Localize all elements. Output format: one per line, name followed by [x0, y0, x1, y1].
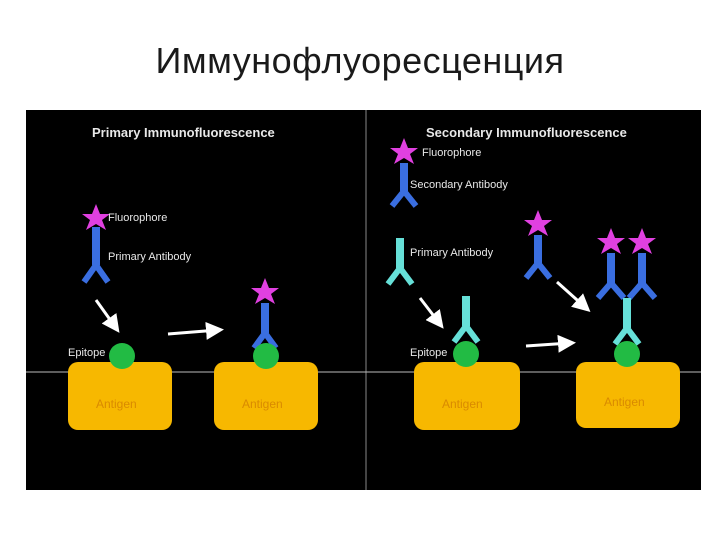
arrow-right: [167, 321, 224, 340]
diagram-canvas: Primary Immunofluorescence Fluorophore P…: [26, 110, 701, 490]
arrow-down: [418, 297, 444, 329]
epitope-circle: [109, 343, 135, 369]
epitope-label: Epitope: [68, 347, 105, 359]
slide-title: Иммунофлуоресценция: [155, 40, 565, 81]
antigen-label: Antigen: [96, 397, 137, 411]
antigen-label: Antigen: [604, 395, 645, 409]
antigen-block: [414, 362, 520, 430]
antigen-block: [68, 362, 172, 430]
secondary-antibody-label: Secondary Antibody: [410, 179, 508, 191]
primary-antibody-label: Primary Antibody: [108, 251, 192, 263]
primary-panel-title: Primary Immunofluorescence: [92, 125, 275, 140]
fluorophore-star: [82, 204, 110, 230]
full-antibody-complex: [595, 228, 658, 346]
primary-antibody-free: [81, 204, 111, 284]
antigen-block: [576, 362, 680, 428]
secondary-antibody-free: [389, 138, 419, 208]
epitope-circle: [453, 341, 479, 367]
fluorophore-label: Fluorophore: [108, 212, 167, 224]
arrow-down: [94, 299, 120, 333]
primary-antibody-label: Primary Antibody: [410, 247, 494, 259]
secondary-antibody-free-2: [523, 210, 553, 280]
antigen-label: Antigen: [242, 397, 283, 411]
antigen-label: Antigen: [442, 397, 483, 411]
arrow-diagonal: [555, 280, 591, 313]
primary-antibody-cyan-free: [385, 238, 415, 286]
epitope-circle: [253, 343, 279, 369]
epitope-label: Epitope: [410, 347, 447, 359]
fluorophore-label: Fluorophore: [422, 147, 481, 159]
primary-antibody-bound: [251, 278, 279, 350]
epitope-circle: [614, 341, 640, 367]
arrow-right: [525, 334, 576, 353]
primary-antibody-cyan-bound: [451, 296, 481, 344]
antigen-block: [214, 362, 318, 430]
secondary-panel-title: Secondary Immunofluorescence: [426, 125, 627, 140]
immunofluorescence-figure: Primary Immunofluorescence Fluorophore P…: [26, 110, 701, 490]
